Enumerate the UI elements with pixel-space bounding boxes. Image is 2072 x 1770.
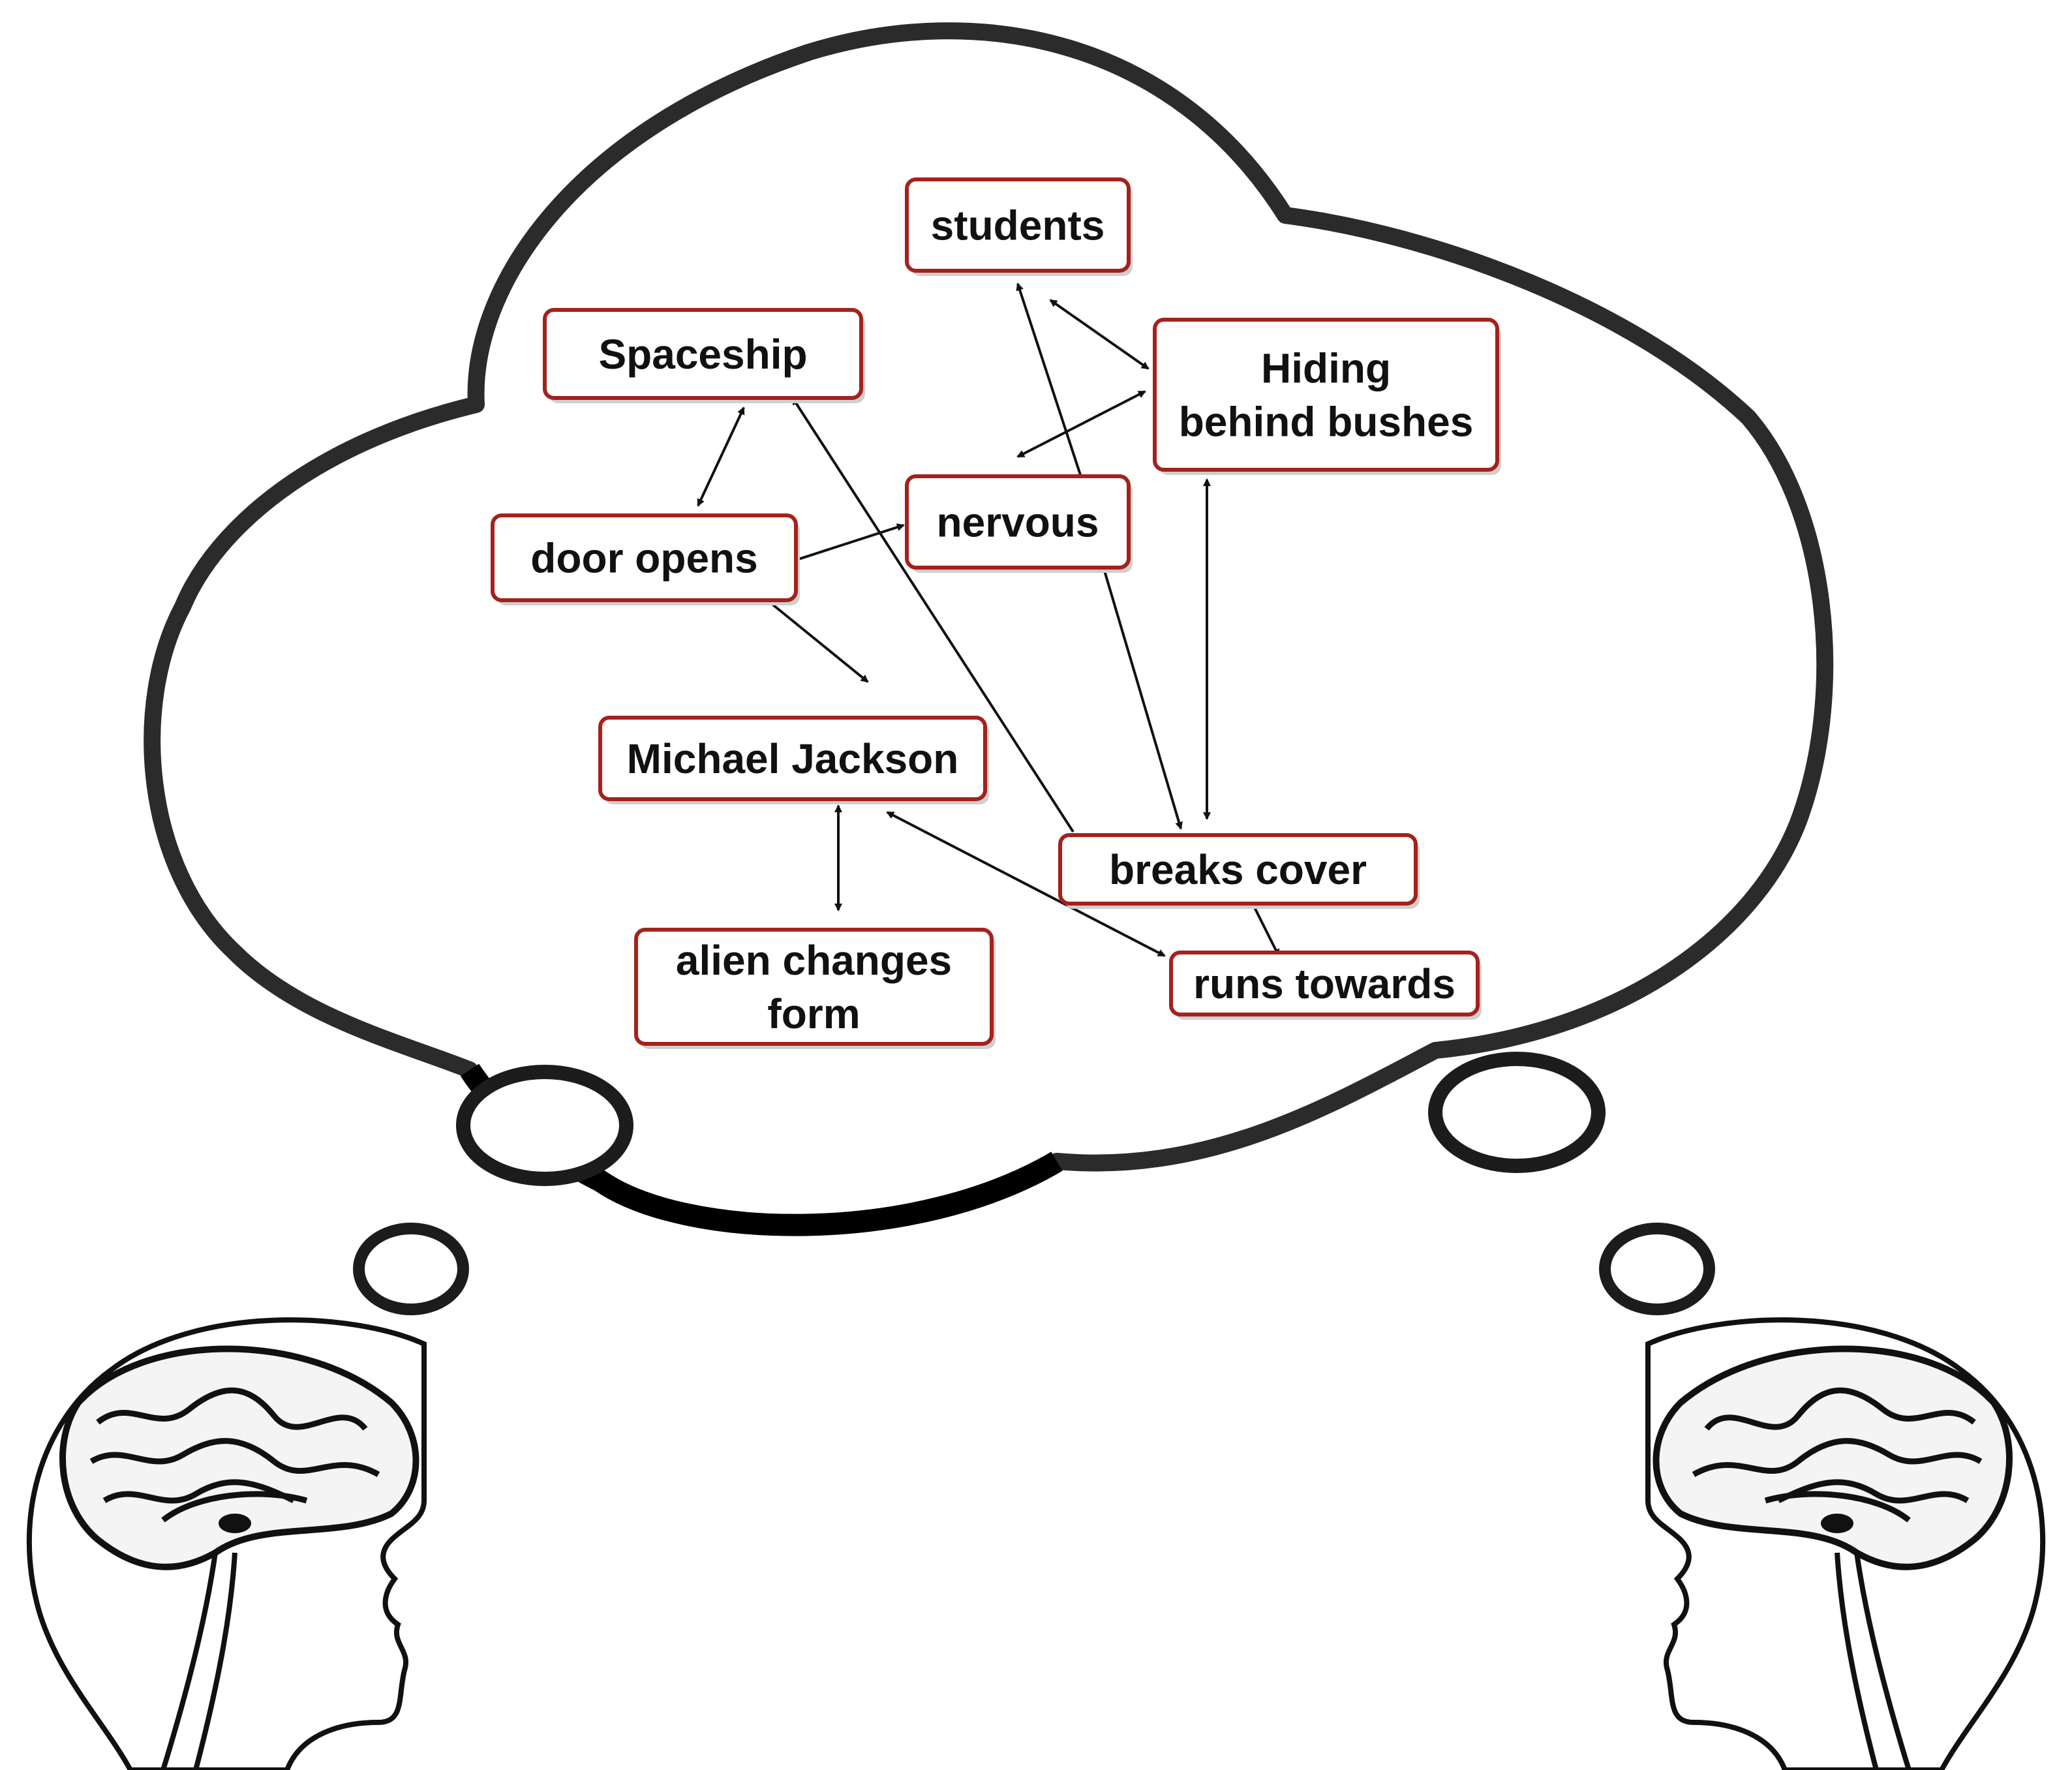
node-box [543,308,863,400]
node-box [1169,951,1480,1016]
node-label: runs towards [1193,960,1455,1007]
node-spaceship: Spaceship [543,308,865,403]
node-box [598,716,987,801]
node-students: students [905,177,1133,276]
node-label: form [767,990,860,1037]
edge-door-michael [762,596,869,683]
edge-nervous-students [1016,282,1084,483]
node-label: Hiding [1261,344,1391,391]
node-box [905,474,1131,570]
node-label: breaks cover [1109,846,1367,893]
edge-michael-runs [886,811,1166,957]
node-nervous: nervous [905,474,1133,573]
edge-nervous-door [791,523,905,563]
node-label: nervous [937,498,1099,545]
edges-layer [697,282,1280,957]
node-breaks: breaks cover [1058,833,1420,909]
node-box [634,928,994,1046]
node-label: Michael Jackson [627,735,959,782]
edge-spaceship-door [697,406,745,507]
node-label: students [931,202,1105,249]
edge-breaks-spaceship [791,397,1074,833]
node-michael: Michael Jackson [598,716,989,804]
thought-bubble-left-large [456,1065,633,1186]
node-label: alien changes [676,937,952,984]
edge-hiding-nervous [1016,390,1146,458]
edge-nervous-breaks [1101,564,1183,830]
node-box [491,513,798,602]
node-box [1058,833,1418,906]
node-alien: alien changes form [634,928,996,1049]
node-label: door opens [530,534,757,581]
thought-bubble-right-small [1599,1223,1715,1315]
node-hiding: Hiding behind bushes [1153,318,1501,475]
right-head-brain-icon [1645,1317,2046,1770]
left-head-brain-icon [26,1317,427,1770]
thought-bubble-left-small [353,1223,469,1315]
edge-breaks-runs [1251,903,1280,957]
thought-bubble-right-large [1428,1052,1606,1173]
node-box [1153,318,1499,472]
node-door: door opens [491,513,800,605]
node-box [905,177,1131,273]
node-runs: runs towards [1169,951,1482,1020]
node-label: behind bushes [1179,398,1474,445]
edge-students-hiding [1049,299,1150,370]
node-label: Spaceship [598,331,807,378]
